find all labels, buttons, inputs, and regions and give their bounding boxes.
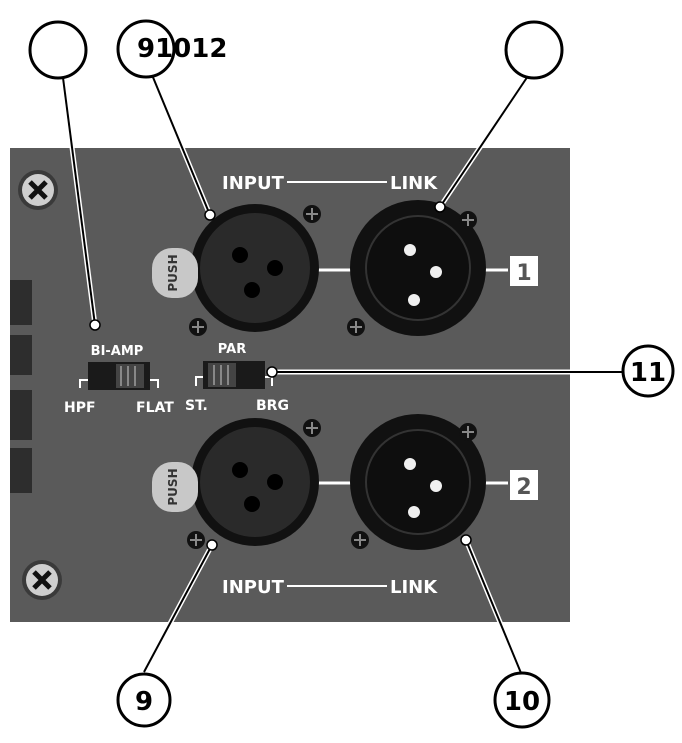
callout-top-center: 91012 [116,19,227,79]
link-1-connector[interactable] [347,200,486,336]
callout-top-left [28,20,88,80]
callout-10: 10 [493,671,551,729]
bi-amp-switch[interactable]: BI-AMP HPF FLAT [64,344,174,416]
svg-text:10: 10 [504,687,540,717]
channel-2-number: 2 [516,475,531,500]
svg-text:9: 9 [135,687,153,717]
panel-screw-top-icon [18,170,58,210]
side-fins [10,280,32,493]
link-2-connector[interactable] [350,414,486,550]
bi-amp-switch-title: BI-AMP [91,344,144,359]
mode-right-label: BRG [256,398,289,414]
svg-text:11: 11 [630,358,666,388]
mode-left-label: ST. [185,398,208,414]
callout-leaders-core [61,69,625,674]
channel-1-number: 1 [516,261,531,286]
bi-amp-right-label: FLAT [136,400,174,416]
callout-9: 9 [116,672,172,728]
push-latch-bottom[interactable]: PUSH [166,468,180,505]
channel-2-badge [510,470,538,500]
top-link-label: LINK [390,173,438,194]
panel-screw-bottom-icon [22,560,62,600]
push-latch-top[interactable]: PUSH [166,254,180,291]
bottom-link-label: LINK [390,577,438,598]
bi-amp-left-label: HPF [64,400,96,416]
mode-switch-title: PAR [218,342,246,357]
callout-top-center-label: 91012 [137,34,227,64]
top-input-label: INPUT [222,173,285,194]
bottom-input-label: INPUT [222,577,285,598]
input-2-connector[interactable]: PUSH [152,418,321,549]
channel-1-badge [510,256,538,286]
callout-leader-endpoints [89,201,472,551]
callout-top-right [504,20,564,80]
callout-11: 11 [621,344,675,398]
input-1-connector[interactable]: PUSH [152,204,321,336]
mode-switch[interactable]: PAR ST. BRG [185,342,289,414]
